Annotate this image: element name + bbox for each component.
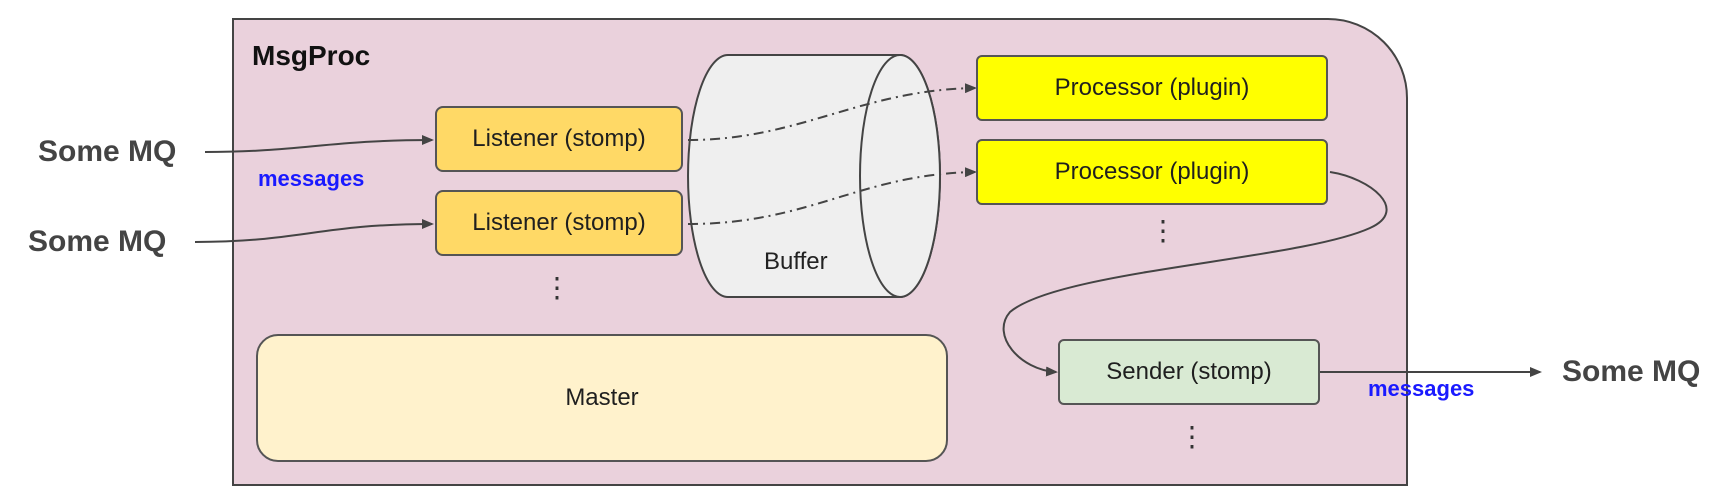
output-mq-label: Some MQ <box>1562 355 1701 388</box>
messages-label-input: messages <box>258 166 365 191</box>
processor-box-2: Processor (plugin) <box>976 139 1328 205</box>
messages-label-output: messages <box>1368 376 1475 401</box>
sender-box: Sender (stomp) <box>1058 339 1320 405</box>
buffer-cylinder <box>687 54 941 298</box>
flow-line-1 <box>687 83 977 141</box>
processor-to-sender-arrow <box>1002 171 1388 377</box>
input-mq-label-1: Some MQ <box>38 135 177 168</box>
flow-line-2 <box>687 167 977 225</box>
processor-ellipsis: ⋮ <box>1149 215 1177 246</box>
listener-box-1: Listener (stomp) <box>435 106 683 172</box>
container-title: MsgProc <box>252 40 371 71</box>
buffer-label: Buffer <box>764 248 828 275</box>
input-mq-label-2: Some MQ <box>28 225 167 258</box>
listener-ellipsis: ⋮ <box>543 272 571 303</box>
input-arrow-1 <box>204 135 434 153</box>
listener-box-2: Listener (stomp) <box>435 190 683 256</box>
processor-box-1: Processor (plugin) <box>976 55 1328 121</box>
master-box: Master <box>256 334 948 462</box>
sender-ellipsis: ⋮ <box>1178 421 1206 452</box>
input-arrow-2 <box>194 219 434 243</box>
